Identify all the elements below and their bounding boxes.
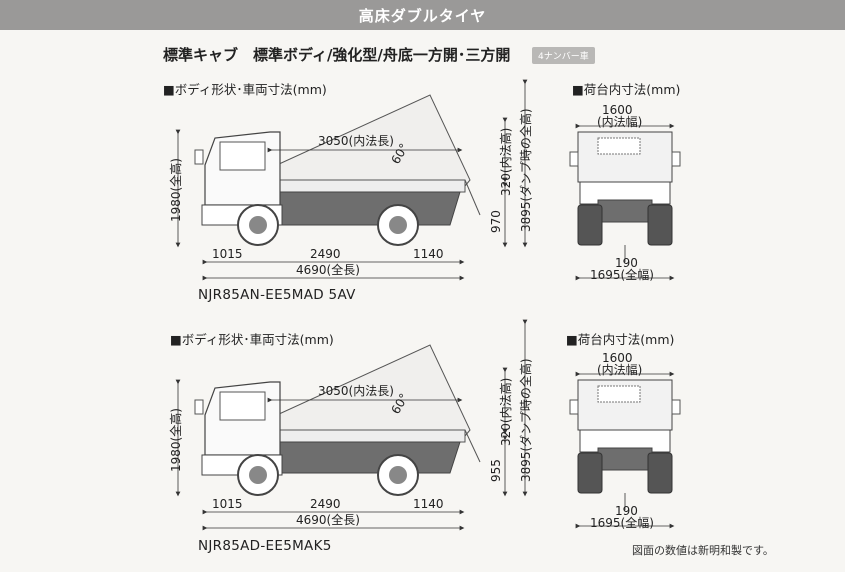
side-dims-label-1: ■ボディ形状･車両寸法(mm): [163, 82, 327, 97]
model-code-2: NJR85AD-EE5MAK5: [198, 538, 332, 554]
dump-height-2: 3895(ダンプ時の全高): [518, 358, 533, 482]
wheelbase-2: 2490: [310, 497, 341, 511]
rear-dims-label-2: ■荷台内寸法(mm): [566, 332, 675, 347]
inner-width-label-2: (内法幅): [597, 362, 642, 377]
floor-height-1: 970: [489, 210, 503, 233]
side-dims-label-2: ■ボディ形状･車両寸法(mm): [170, 332, 334, 347]
rear-dims-1: [575, 123, 675, 281]
title-bar: 高床ダブルタイヤ: [0, 0, 845, 30]
rear-overhang-2: 1140: [413, 497, 444, 511]
height-2: 1980(全高): [168, 408, 183, 472]
rear-dims-label-1: ■荷台内寸法(mm): [572, 82, 681, 97]
rear-dims-2: [575, 371, 675, 529]
inner-width-2: 1600: [602, 351, 633, 365]
side-height-2: 320(内法高): [498, 378, 513, 446]
bottom-2: 190: [615, 504, 638, 518]
truck-rear-view-1: [569, 131, 681, 246]
height-1: 1980(全高): [168, 158, 183, 222]
side-height-1: 320(内法高): [498, 128, 513, 196]
dimension-labels-2: 3050(内法長) 60° 1980(全高) 1015 2490 1140 46…: [168, 358, 533, 527]
length-2: 4690(全長): [296, 512, 360, 527]
vehicle-class-badge: 4ナンバー車: [532, 47, 595, 64]
wheelbase-1: 2490: [310, 247, 341, 261]
dimension-lines-2: [175, 319, 528, 531]
inner-length-2: 3050(内法長): [318, 384, 394, 398]
title-text: 高床ダブルタイヤ: [358, 6, 487, 25]
truck-side-view-2: [194, 344, 481, 496]
truck-rear-view-2: [569, 379, 681, 494]
rear-overhang-1: 1140: [413, 247, 444, 261]
bottom-1: 190: [615, 256, 638, 270]
front-overhang-1: 1015: [212, 247, 243, 261]
inner-length-1: 3050(内法長): [318, 134, 394, 148]
page-heading: 標準キャブ 標準ボディ/強化型/舟底一方開･三方開: [163, 46, 511, 64]
dimension-labels-1: 3050(内法長) 60° 1980(全高) 1015 2490 1140 46…: [168, 108, 533, 277]
footnote: 図面の数値は新明和製です。: [632, 544, 774, 557]
model-code-1: NJR85AN-EE5MAD 5AV: [198, 287, 356, 303]
width-1: 1695(全幅): [590, 267, 654, 282]
front-overhang-2: 1015: [212, 497, 243, 511]
length-1: 4690(全長): [296, 262, 360, 277]
dimension-lines-1: [175, 79, 528, 281]
dump-height-1: 3895(ダンプ時の全高): [518, 108, 533, 232]
truck-side-view-1: [194, 94, 481, 246]
inner-width-1: 1600: [602, 103, 633, 117]
floor-height-2: 955: [489, 459, 503, 482]
width-2: 1695(全幅): [590, 515, 654, 530]
inner-width-label-1: (内法幅): [597, 114, 642, 129]
